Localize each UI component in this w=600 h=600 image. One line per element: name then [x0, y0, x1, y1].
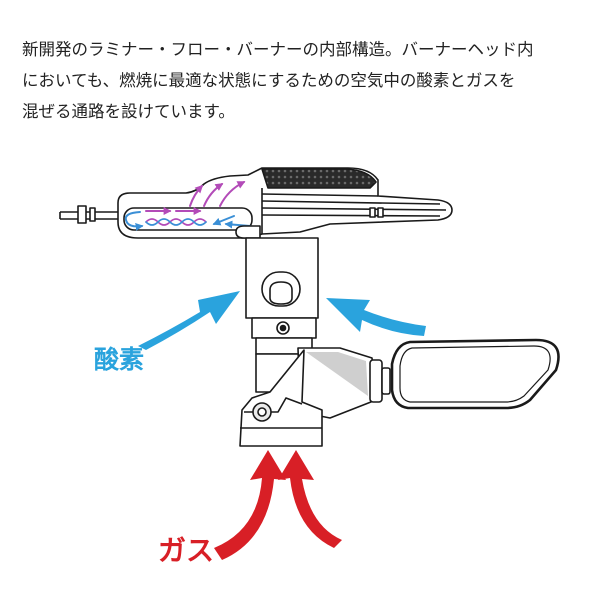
- burner-mesh-icon: [261, 168, 377, 189]
- nozzle-pipe: [59, 205, 122, 224]
- burner-stem: [235, 225, 319, 355]
- flow-arrow-purple-up-3: [219, 181, 246, 207]
- flow-arrow-blue-1: [212, 215, 235, 226]
- flow-arrow-purple-up-1: [189, 184, 204, 207]
- flow-arrow-purple-up-2: [203, 183, 224, 207]
- description-line-3: 混ぜる通路を設けています。: [22, 102, 235, 121]
- gas-arrow-right: [278, 450, 342, 548]
- description-text: 新開発のラミナー・フロー・バーナーの内部構造。バーナーヘッド内 においても、燃焼…: [22, 34, 582, 127]
- gas-label: ガス: [158, 534, 214, 567]
- flow-wave-purple: [145, 218, 207, 226]
- oxygen-arrow-right: [326, 298, 426, 336]
- description-line-2: においても、燃焼に最適な状態にするための空気中の酸素とガスを: [22, 71, 516, 90]
- description-line-1: 新開発のラミナー・フロー・バーナーの内部構造。バーナーヘッド内: [22, 40, 534, 59]
- oxygen-label: 酸素: [94, 345, 144, 374]
- gas-regulator: [239, 347, 391, 447]
- oxygen-arrow-left: [138, 291, 240, 350]
- fold-handle: [390, 338, 560, 410]
- flow-arrow-loop: [124, 211, 144, 231]
- flow-wave-blue: [145, 218, 207, 226]
- gas-arrow-left: [214, 450, 286, 560]
- flow-arrows: [124, 181, 251, 231]
